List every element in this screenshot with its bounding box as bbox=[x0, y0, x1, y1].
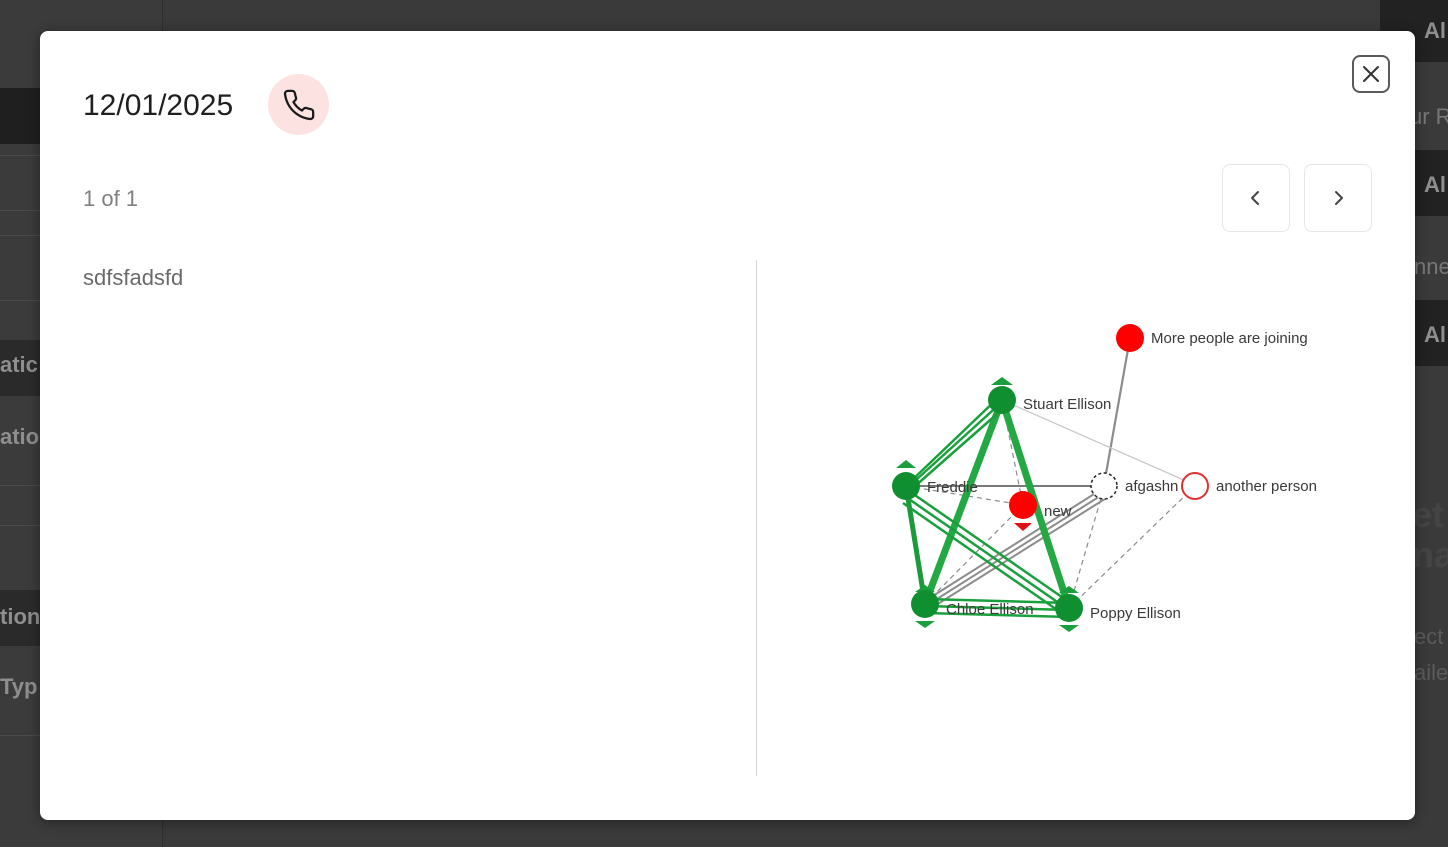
background-strip bbox=[0, 88, 45, 144]
background-label: atio bbox=[0, 424, 40, 449]
background-label: ur R bbox=[1410, 104, 1448, 129]
graph-node-new[interactable] bbox=[1009, 491, 1037, 519]
call-detail-modal: 12/01/2025 1 of 1 sdfsfadsfd bbox=[40, 31, 1415, 820]
background-divider bbox=[0, 735, 45, 736]
node-label: new bbox=[1044, 503, 1072, 520]
background-divider bbox=[0, 485, 45, 486]
call-notes: sdfsfadsfd bbox=[83, 265, 184, 290]
background-label: tion bbox=[0, 604, 40, 629]
node-label: afgashn bbox=[1125, 478, 1178, 495]
gray-edges bbox=[905, 337, 1196, 609]
relationship-graph[interactable]: More people are joining Stuart Ellison F… bbox=[40, 31, 1415, 820]
panel-divider bbox=[756, 260, 757, 776]
background-divider bbox=[0, 525, 45, 526]
close-button[interactable] bbox=[1352, 55, 1390, 93]
previous-button[interactable] bbox=[1222, 164, 1290, 232]
call-date: 12/01/2025 bbox=[83, 89, 234, 122]
graph-node-more-people[interactable] bbox=[1116, 324, 1144, 352]
graph-node-poppy[interactable] bbox=[1055, 594, 1083, 622]
background-divider bbox=[0, 155, 45, 156]
background-label: Typ bbox=[0, 674, 38, 699]
background-divider bbox=[0, 300, 45, 301]
chevron-left-icon bbox=[1251, 191, 1259, 205]
chevron-right-icon bbox=[1335, 191, 1343, 205]
node-label: Chloe Ellison bbox=[946, 601, 1034, 618]
pagination-indicator: 1 of 1 bbox=[83, 186, 139, 211]
background-heading-line: na bbox=[1412, 534, 1448, 575]
graph-node-another[interactable] bbox=[1181, 472, 1209, 500]
background-label: nne bbox=[1414, 254, 1448, 279]
phone-icon bbox=[283, 89, 314, 120]
node-label: Freddie bbox=[927, 479, 978, 496]
background-divider bbox=[0, 235, 45, 236]
node-label: another person bbox=[1216, 478, 1317, 495]
background-strip bbox=[0, 590, 45, 646]
background-heading-line: et bbox=[1412, 495, 1445, 535]
background-heading: et na bbox=[1412, 495, 1448, 585]
background-divider bbox=[0, 210, 45, 211]
next-button[interactable] bbox=[1304, 164, 1372, 232]
background-label: aile bbox=[1414, 660, 1448, 685]
background-strip bbox=[0, 340, 45, 396]
graph-node-stuart[interactable] bbox=[988, 386, 1016, 414]
node-label: More people are joining bbox=[1151, 330, 1308, 347]
edge-arrow bbox=[1014, 523, 1032, 531]
graph-node-freddie[interactable] bbox=[892, 472, 920, 500]
call-type-badge[interactable] bbox=[268, 74, 329, 135]
edge-arrows bbox=[896, 377, 1079, 632]
node-label: Poppy Ellison bbox=[1090, 605, 1181, 622]
close-icon bbox=[1363, 66, 1379, 82]
graph-node-afgashn[interactable] bbox=[1090, 472, 1118, 500]
background-label: atic bbox=[0, 352, 38, 377]
graph-node-chloe[interactable] bbox=[911, 590, 939, 618]
background-label: ect bbox=[1414, 624, 1444, 649]
node-label: Stuart Ellison bbox=[1023, 396, 1111, 413]
